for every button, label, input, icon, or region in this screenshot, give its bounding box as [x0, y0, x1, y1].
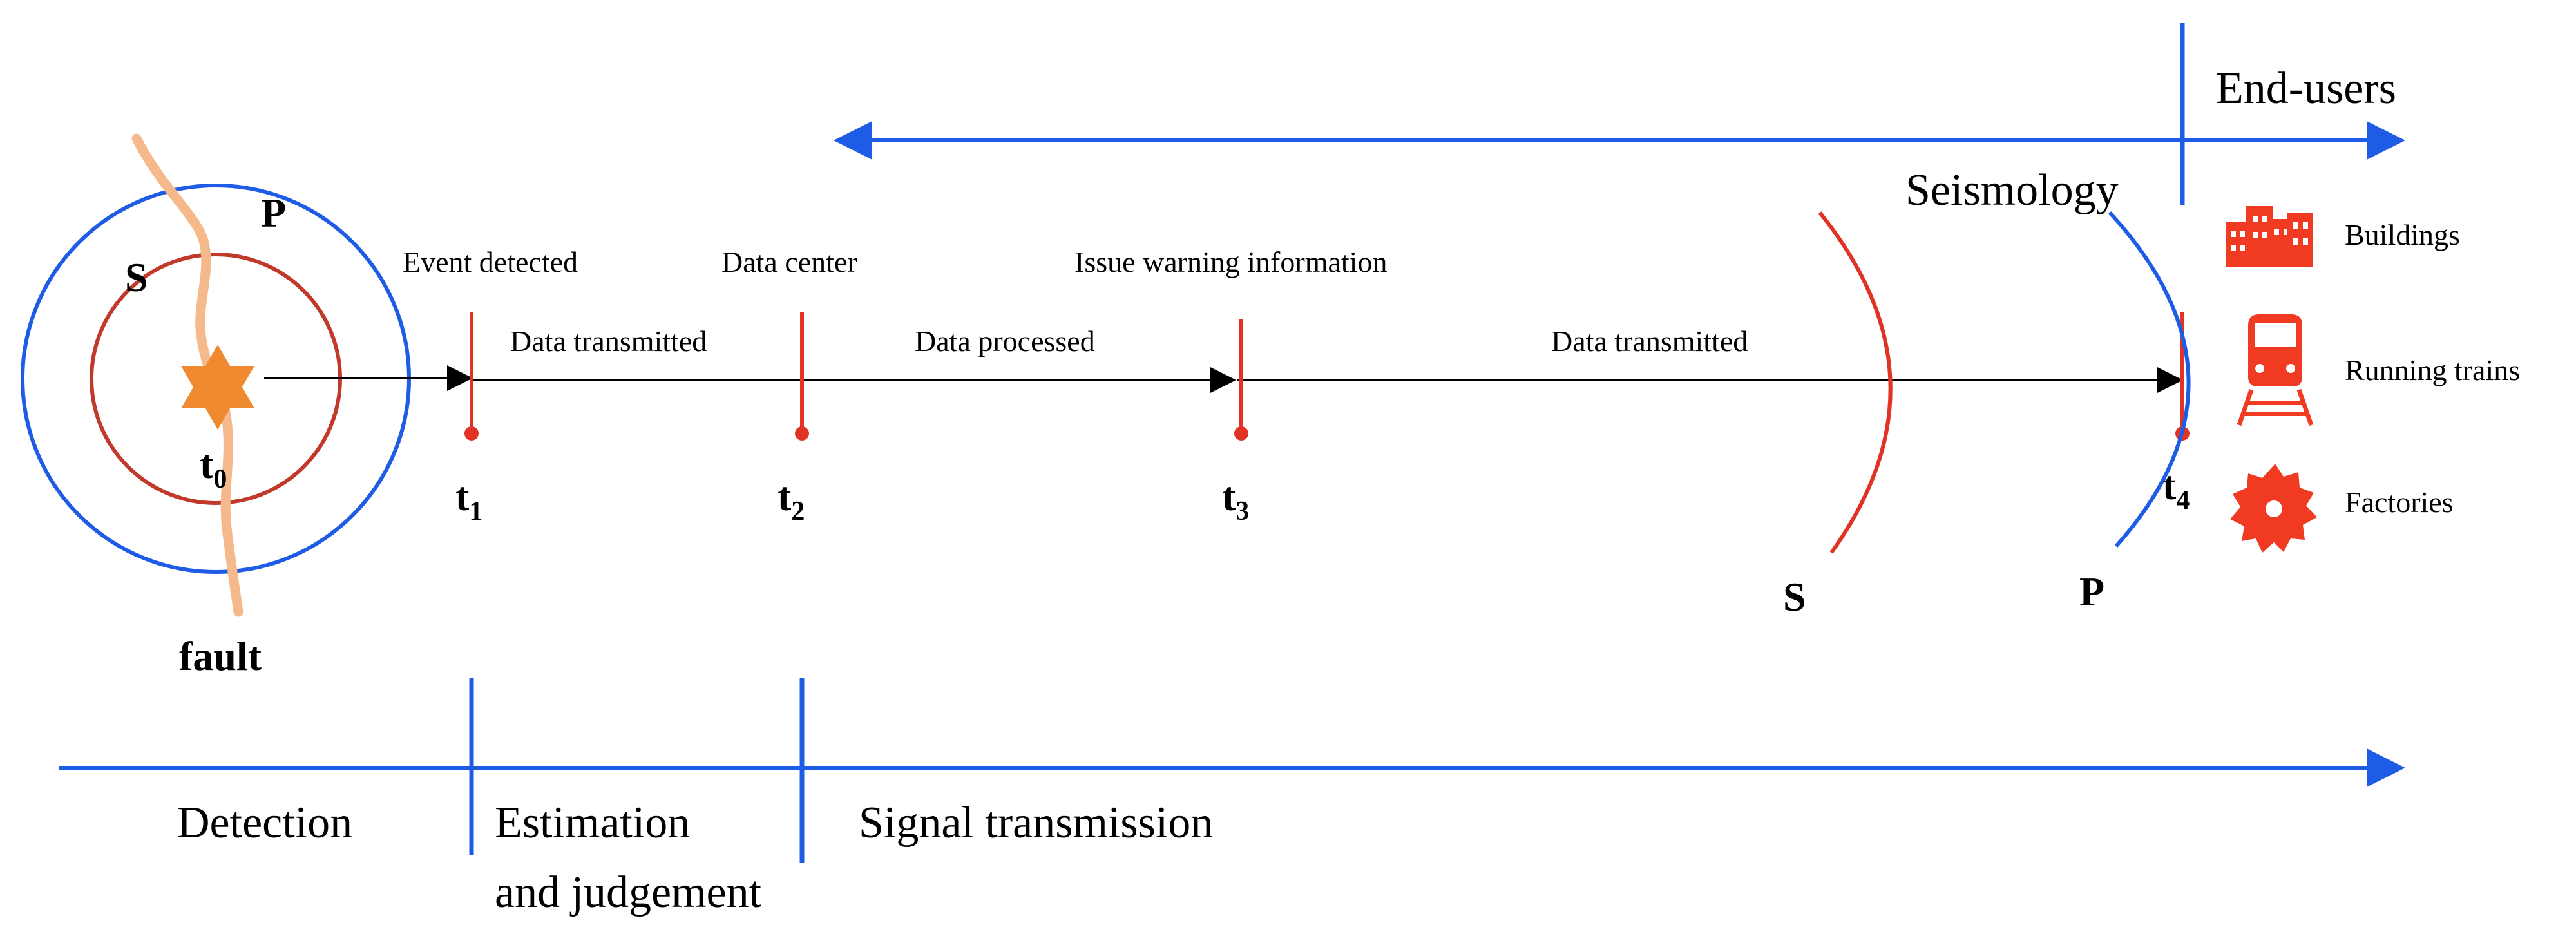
issue-warning-label: Issue warning information [1074, 245, 1387, 278]
buildings-label: Buildings [2345, 218, 2460, 251]
factories-label: Factories [2345, 486, 2454, 519]
t1-label: t1 [455, 473, 482, 526]
buildings-icon [2226, 206, 2313, 267]
running-trains-label: Running trains [2345, 354, 2520, 386]
factory-icon [2230, 464, 2317, 553]
t1-dot [464, 426, 479, 441]
end-users-label: End-users [2216, 64, 2396, 113]
t3-label: t3 [1222, 473, 1249, 526]
p-wavefront-arc [2108, 211, 2191, 548]
s-wave-label: S [125, 254, 148, 300]
far-p-label: P [2079, 569, 2104, 615]
estimation-label-line2: and judgement [495, 868, 762, 917]
epicenter-star-icon [181, 345, 254, 430]
data-processed-label: Data processed [915, 325, 1095, 357]
detection-label: Detection [177, 798, 352, 848]
data-transmitted-label-1: Data transmitted [510, 325, 707, 357]
estimation-label-line1: Estimation [495, 798, 690, 848]
data-center-label: Data center [721, 245, 857, 278]
t2-label: t2 [778, 473, 805, 526]
t3-dot [1234, 426, 1248, 441]
far-s-label: S [1783, 574, 1806, 620]
data-transmitted-label-2: Data transmitted [1551, 325, 1748, 357]
seismology-label: Seismology [1905, 166, 2119, 215]
t0-label: t0 [200, 441, 227, 494]
p-wave-label: P [261, 190, 286, 236]
t2-dot [795, 426, 809, 441]
fault-label: fault [179, 633, 262, 679]
train-icon [2237, 314, 2314, 426]
s-wavefront-arc [1818, 211, 1893, 554]
signal-transmission-label: Signal transmission [859, 798, 1213, 848]
event-detected-label: Event detected [403, 245, 578, 278]
